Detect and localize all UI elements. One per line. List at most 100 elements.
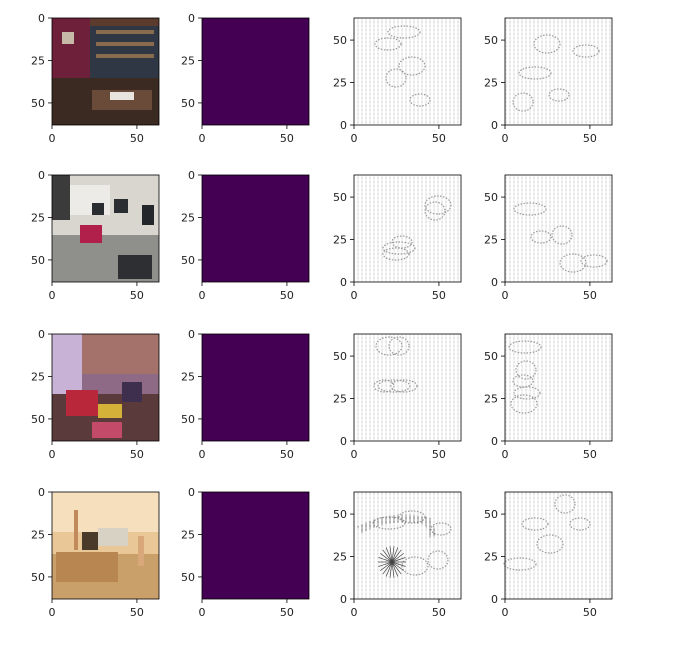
scene-image-office xyxy=(52,175,159,282)
scene-image-bedroom xyxy=(52,334,159,441)
quiver-field xyxy=(354,492,461,599)
quiver-field xyxy=(354,18,461,125)
scene-image-library xyxy=(52,18,159,125)
flow-vector xyxy=(391,553,404,563)
axes-frame xyxy=(51,333,160,442)
y-tick-label: 50 xyxy=(333,191,347,204)
axes-frame xyxy=(51,491,160,600)
axes-frame xyxy=(504,17,613,126)
flow-swirl xyxy=(424,195,452,215)
y-tick-label: 50 xyxy=(181,97,195,110)
flow-swirl xyxy=(533,34,561,54)
axes-frame xyxy=(51,17,160,126)
x-tick-label: 0 xyxy=(351,132,358,145)
axes-frame xyxy=(504,491,613,600)
flow-vector xyxy=(391,549,402,563)
x-tick-label: 0 xyxy=(199,132,206,145)
flow-swirl xyxy=(374,37,402,51)
axes-frame xyxy=(201,333,310,442)
flow-swirl xyxy=(513,386,541,400)
y-tick-label: 0 xyxy=(188,12,195,25)
x-tick-label: 50 xyxy=(583,448,597,461)
flow-strong-band xyxy=(357,514,436,538)
flow-swirl xyxy=(391,235,413,249)
flow-swirl xyxy=(424,201,446,221)
x-tick-label: 50 xyxy=(432,289,446,302)
flow-swirl xyxy=(569,517,591,531)
segmentation-heatmap xyxy=(202,334,309,441)
flow-vector xyxy=(380,561,393,571)
y-tick-label: 25 xyxy=(181,54,195,67)
x-tick-label: 0 xyxy=(49,132,56,145)
flow-swirl xyxy=(559,253,587,273)
flow-vector xyxy=(380,553,393,563)
y-tick-label: 0 xyxy=(491,435,498,448)
y-tick-label: 25 xyxy=(31,528,45,541)
x-tick-label: 0 xyxy=(49,448,56,461)
flow-vector xyxy=(389,561,393,578)
flow-swirl xyxy=(513,202,547,216)
flow-swirl xyxy=(536,534,564,554)
y-tick-label: 50 xyxy=(484,508,498,521)
y-tick-label: 25 xyxy=(333,234,347,247)
flow-swirl xyxy=(515,360,537,380)
y-tick-label: 0 xyxy=(491,593,498,606)
flow-swirl xyxy=(530,230,552,244)
y-tick-label: 0 xyxy=(38,328,45,341)
y-tick-label: 50 xyxy=(31,571,45,584)
y-tick-label: 50 xyxy=(181,571,195,584)
y-tick-label: 0 xyxy=(38,169,45,182)
y-tick-label: 0 xyxy=(340,435,347,448)
flow-vector xyxy=(391,557,406,563)
y-tick-label: 0 xyxy=(340,593,347,606)
flow-swirl xyxy=(398,56,426,76)
flow-vector xyxy=(382,561,393,575)
x-tick-label: 0 xyxy=(502,289,509,302)
x-tick-label: 50 xyxy=(130,448,144,461)
x-tick-label: 50 xyxy=(583,289,597,302)
flow-swirl xyxy=(512,374,534,388)
flow-swirl xyxy=(427,550,449,570)
flow-vector xyxy=(391,546,395,563)
flow-swirl xyxy=(521,517,549,531)
y-tick-label: 25 xyxy=(333,551,347,564)
y-tick-label: 25 xyxy=(181,528,195,541)
axes-frame xyxy=(504,174,613,283)
flow-swirl xyxy=(512,92,534,112)
y-tick-label: 50 xyxy=(484,34,498,47)
x-tick-label: 50 xyxy=(280,289,294,302)
x-tick-label: 50 xyxy=(130,606,144,619)
y-tick-label: 0 xyxy=(340,119,347,132)
quiver-field xyxy=(505,175,612,282)
y-tick-label: 50 xyxy=(333,350,347,363)
x-tick-label: 50 xyxy=(432,448,446,461)
y-tick-label: 25 xyxy=(333,77,347,90)
flow-swirl xyxy=(382,247,410,261)
flow-swirl xyxy=(508,340,542,354)
flow-swirl xyxy=(387,25,421,39)
y-tick-label: 50 xyxy=(31,97,45,110)
axes-frame xyxy=(201,17,310,126)
y-tick-label: 25 xyxy=(484,234,498,247)
flow-vector xyxy=(391,561,395,578)
quiver-field xyxy=(354,334,461,441)
flow-vector xyxy=(391,561,399,577)
x-tick-label: 50 xyxy=(130,289,144,302)
y-tick-label: 0 xyxy=(38,486,45,499)
y-tick-label: 50 xyxy=(484,191,498,204)
flow-swirl xyxy=(388,336,410,356)
axes-frame xyxy=(353,17,462,126)
segmentation-heatmap xyxy=(202,18,309,125)
flow-swirl xyxy=(409,93,431,107)
